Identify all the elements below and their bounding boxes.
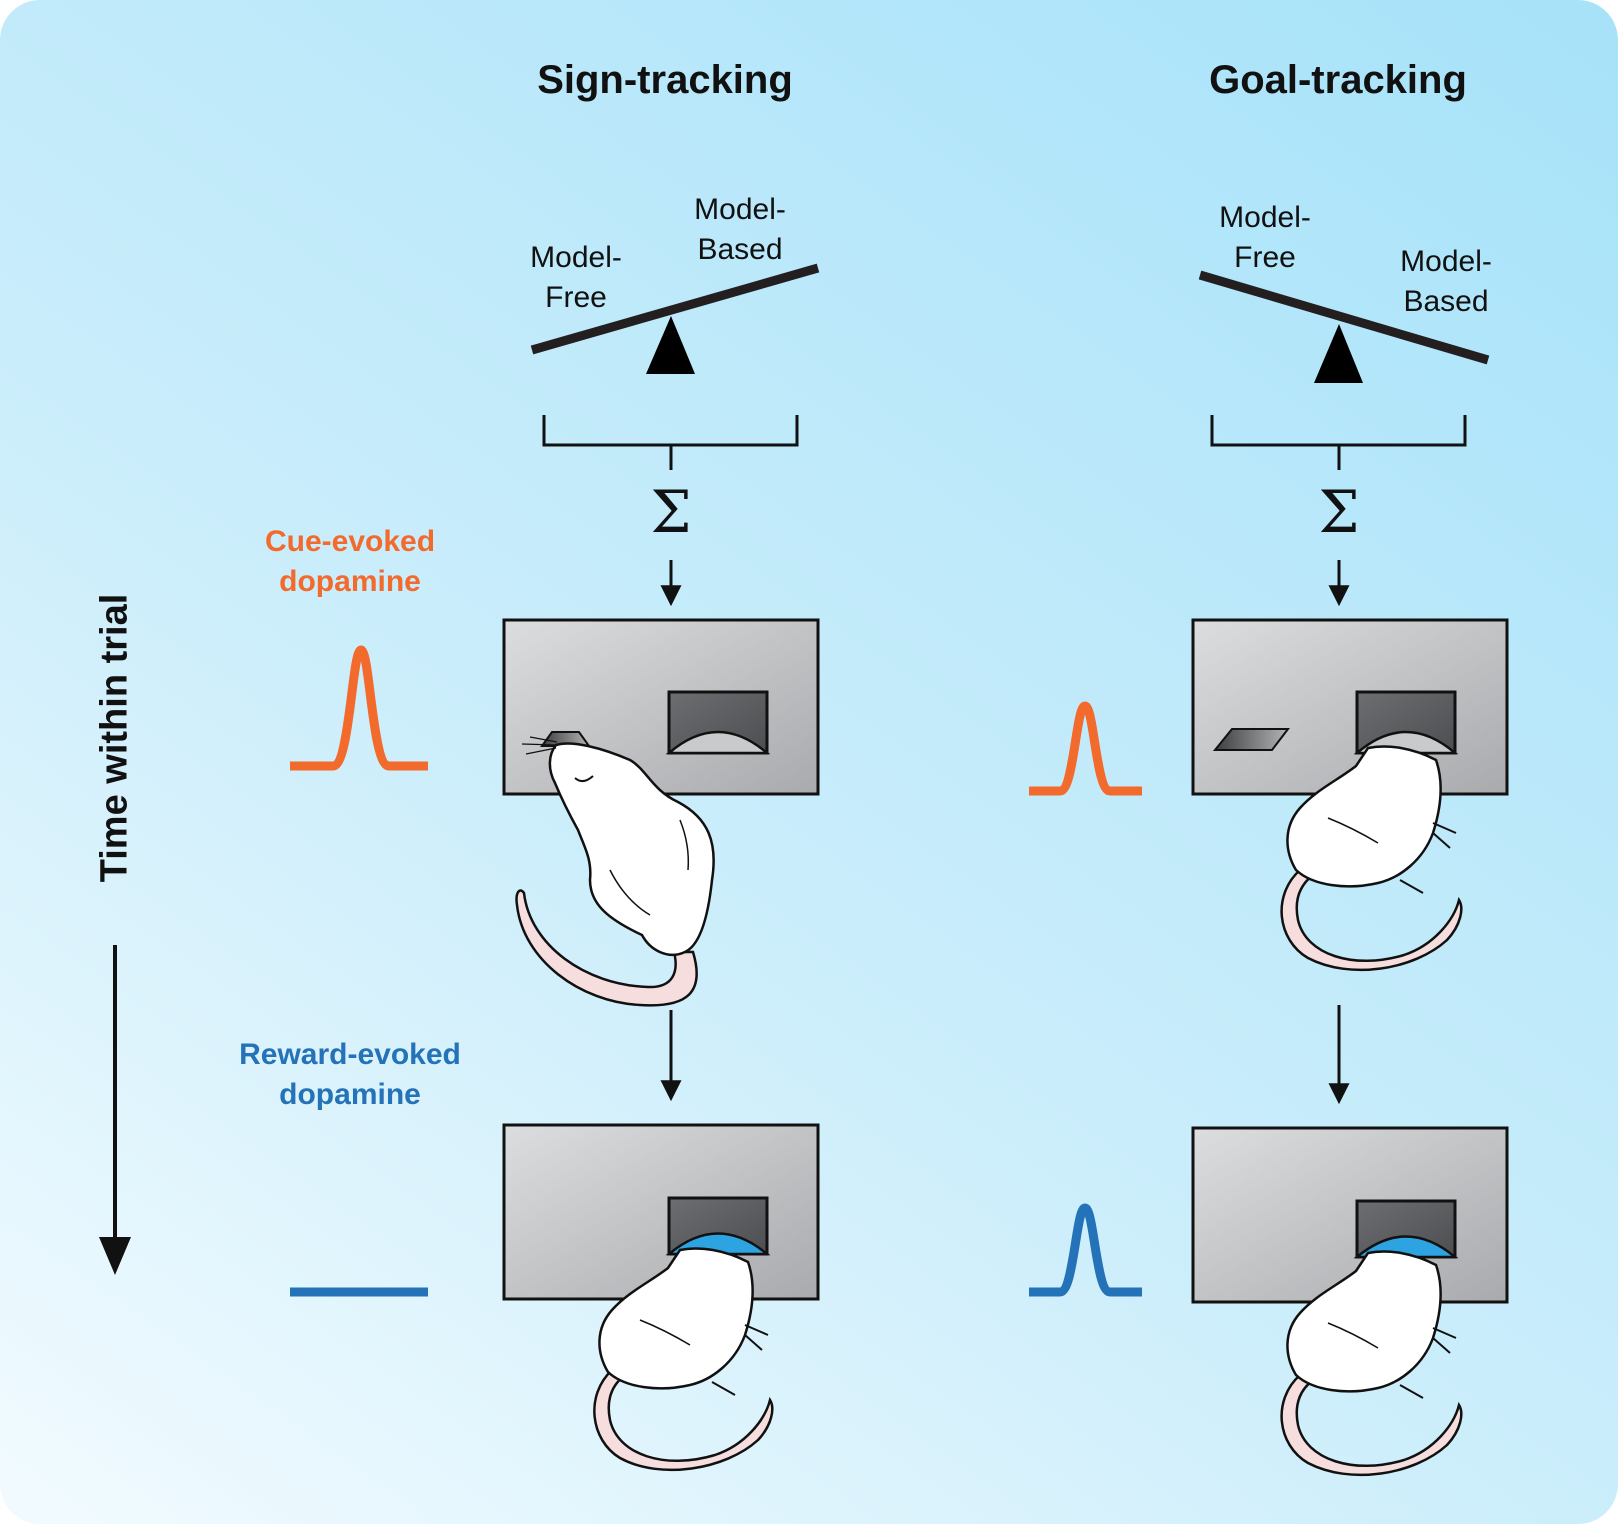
goal-tracking-model-free-label: Model- Free [1219,201,1311,274]
time-axis-arrowhead [99,1237,131,1275]
operant-chamber-icon [502,1123,820,1301]
rat-icon [515,736,715,1007]
sign-tracking-summation-icon: Σ [650,478,692,546]
lever-icon [1212,728,1291,751]
goal-tracking-model-based-label: Model- Based [1400,245,1492,318]
sign-tracking-balance [530,263,820,374]
sign-tracking-model-free-label: Model- Free [530,241,622,314]
brace-icon [1210,415,1467,470]
seesaw-beam [1198,270,1490,365]
sign-tracking-title: Sign-tracking [537,58,793,102]
cue-evoked-dopamine-label: Cue-evoked dopamine [264,525,436,598]
seesaw-beam [530,263,820,355]
reward-evoked-dopamine-label: Reward-evoked dopamine [239,1038,461,1111]
goal-tracking-summation-icon: Σ [1318,478,1360,546]
rat-icon [1280,1250,1463,1477]
operant-chamber-icon [1191,618,1509,796]
operant-chamber-icon [1191,1126,1509,1304]
sign-tracking-model-based-label: Model- Based [694,193,786,266]
goal-tracking-title: Goal-tracking [1209,58,1467,102]
seesaw-fulcrum-icon [1314,324,1363,383]
time-within-trial-label: Time within trial [93,593,136,883]
brace-icon [542,415,799,470]
seesaw-fulcrum-icon [646,316,695,374]
goal-tracking-reward-dopamine-trace [1029,1203,1142,1297]
sign-tracking-cue-dopamine-trace [290,645,428,771]
rat-icon [593,1247,774,1472]
rat-icon [1280,745,1463,972]
goal-tracking-balance [1198,270,1490,383]
goal-tracking-cue-dopamine-trace [1029,701,1142,796]
